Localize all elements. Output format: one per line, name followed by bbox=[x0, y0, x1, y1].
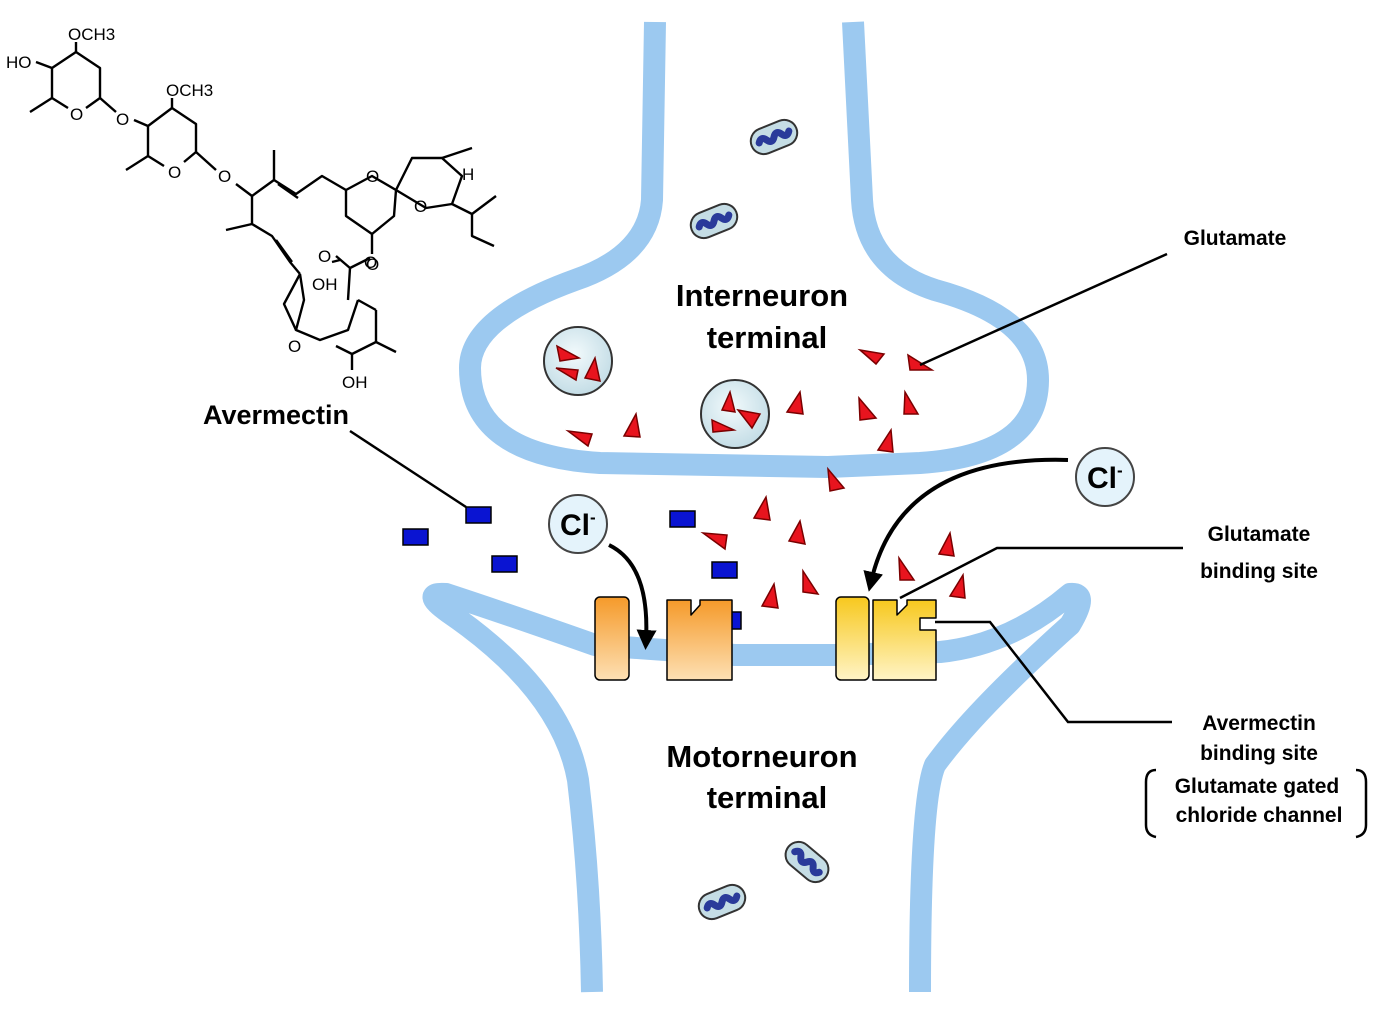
glutamate-triangle-icon bbox=[752, 494, 771, 521]
chloride-channel-right bbox=[835, 596, 937, 681]
svg-text:Cl-: Cl- bbox=[560, 508, 596, 542]
motorneuron-label: Motorneuron bbox=[666, 739, 857, 774]
synaptic-vesicle-icon bbox=[700, 379, 770, 449]
motorneuron-membrane bbox=[422, 582, 1091, 993]
avermectin-square-icon bbox=[491, 555, 518, 573]
channel-label: chloride channel bbox=[1176, 804, 1343, 827]
chloride-ion-right: Cl- bbox=[1075, 447, 1135, 507]
avermectin-square-icon bbox=[669, 510, 696, 528]
chloride-ion-left: Cl- bbox=[548, 494, 608, 554]
glutamate-binding-site-label: Glutamate bbox=[1208, 523, 1311, 546]
glutamate-triangle-icon bbox=[876, 427, 894, 453]
svg-text:O: O bbox=[288, 337, 301, 356]
glutamate-triangle-icon bbox=[857, 348, 886, 366]
glutamate-triangle-icon bbox=[700, 532, 728, 551]
glutamate-triangle-icon bbox=[802, 568, 820, 595]
glutamate-label: Glutamate bbox=[1184, 227, 1287, 250]
svg-text:O: O bbox=[116, 110, 129, 129]
channel-bracket bbox=[1144, 768, 1157, 839]
glutamate-triangle-icon bbox=[907, 353, 935, 371]
glutamate-molecules bbox=[565, 348, 966, 609]
glutamate-triangle-icon bbox=[903, 389, 920, 415]
interneuron-membrane bbox=[459, 21, 1049, 478]
motorneuron-label: terminal bbox=[707, 780, 828, 815]
svg-text:O: O bbox=[414, 197, 427, 216]
glutamate-triangle-icon bbox=[785, 389, 804, 415]
svg-text:O: O bbox=[366, 255, 379, 274]
avermectin-binding-site-label: binding site bbox=[1200, 742, 1318, 765]
interneuron-label: terminal bbox=[707, 320, 828, 355]
glutamate-triangle-icon bbox=[858, 395, 878, 421]
svg-text:OH: OH bbox=[312, 275, 338, 294]
svg-text:OH: OH bbox=[342, 373, 368, 392]
chloride-channel-left bbox=[594, 596, 733, 681]
avermectin-square-icon bbox=[711, 561, 738, 579]
svg-text:O: O bbox=[218, 167, 231, 186]
channel-label: Glutamate gated bbox=[1175, 775, 1340, 798]
avermectin-structure: OCH3 HO O O OCH3 O O O O O H O O OH O OH bbox=[6, 25, 497, 392]
svg-text:O: O bbox=[366, 167, 379, 186]
avermectin-molecules bbox=[402, 506, 742, 630]
mitochondrion-icon bbox=[749, 118, 799, 156]
svg-text:OCH3: OCH3 bbox=[68, 25, 115, 44]
glutamate-triangle-icon bbox=[937, 530, 955, 557]
synaptic-vesicle-icon bbox=[543, 326, 613, 396]
mitochondrion-icon bbox=[697, 883, 747, 921]
mitochondrion-icon bbox=[784, 840, 830, 884]
svg-text:Cl-: Cl- bbox=[1087, 461, 1123, 495]
svg-text:O: O bbox=[168, 163, 181, 182]
leader-lines bbox=[349, 252, 1183, 724]
avermectin-label: Avermectin bbox=[203, 400, 349, 430]
glutamate-triangle-icon bbox=[565, 429, 594, 448]
glutamate-triangle-icon bbox=[760, 581, 779, 609]
glutamate-triangle-icon bbox=[827, 466, 846, 492]
glutamate-triangle-icon bbox=[787, 518, 806, 545]
avermectin-binding-site-label: Avermectin bbox=[1202, 712, 1316, 735]
interneuron-label: Interneuron bbox=[676, 278, 848, 313]
flow-arrow-icon bbox=[608, 543, 657, 650]
svg-text:O: O bbox=[70, 105, 83, 124]
avermectin-square-icon bbox=[465, 506, 492, 524]
svg-text:O: O bbox=[318, 247, 331, 266]
svg-text:OCH3: OCH3 bbox=[166, 81, 213, 100]
glutamate-triangle-icon bbox=[948, 572, 966, 599]
glutamate-triangle-icon bbox=[622, 411, 641, 438]
flow-arrow-icon bbox=[863, 457, 1069, 592]
glutamate-binding-site-label: binding site bbox=[1200, 560, 1318, 583]
svg-text:HO: HO bbox=[6, 53, 32, 72]
channel-bracket bbox=[1355, 768, 1368, 839]
avermectin-square-icon bbox=[402, 528, 429, 546]
svg-text:H: H bbox=[462, 165, 474, 184]
svg-text:O: O bbox=[364, 253, 377, 272]
mitochondrion-icon bbox=[689, 202, 739, 240]
glutamate-triangle-icon bbox=[898, 555, 916, 581]
